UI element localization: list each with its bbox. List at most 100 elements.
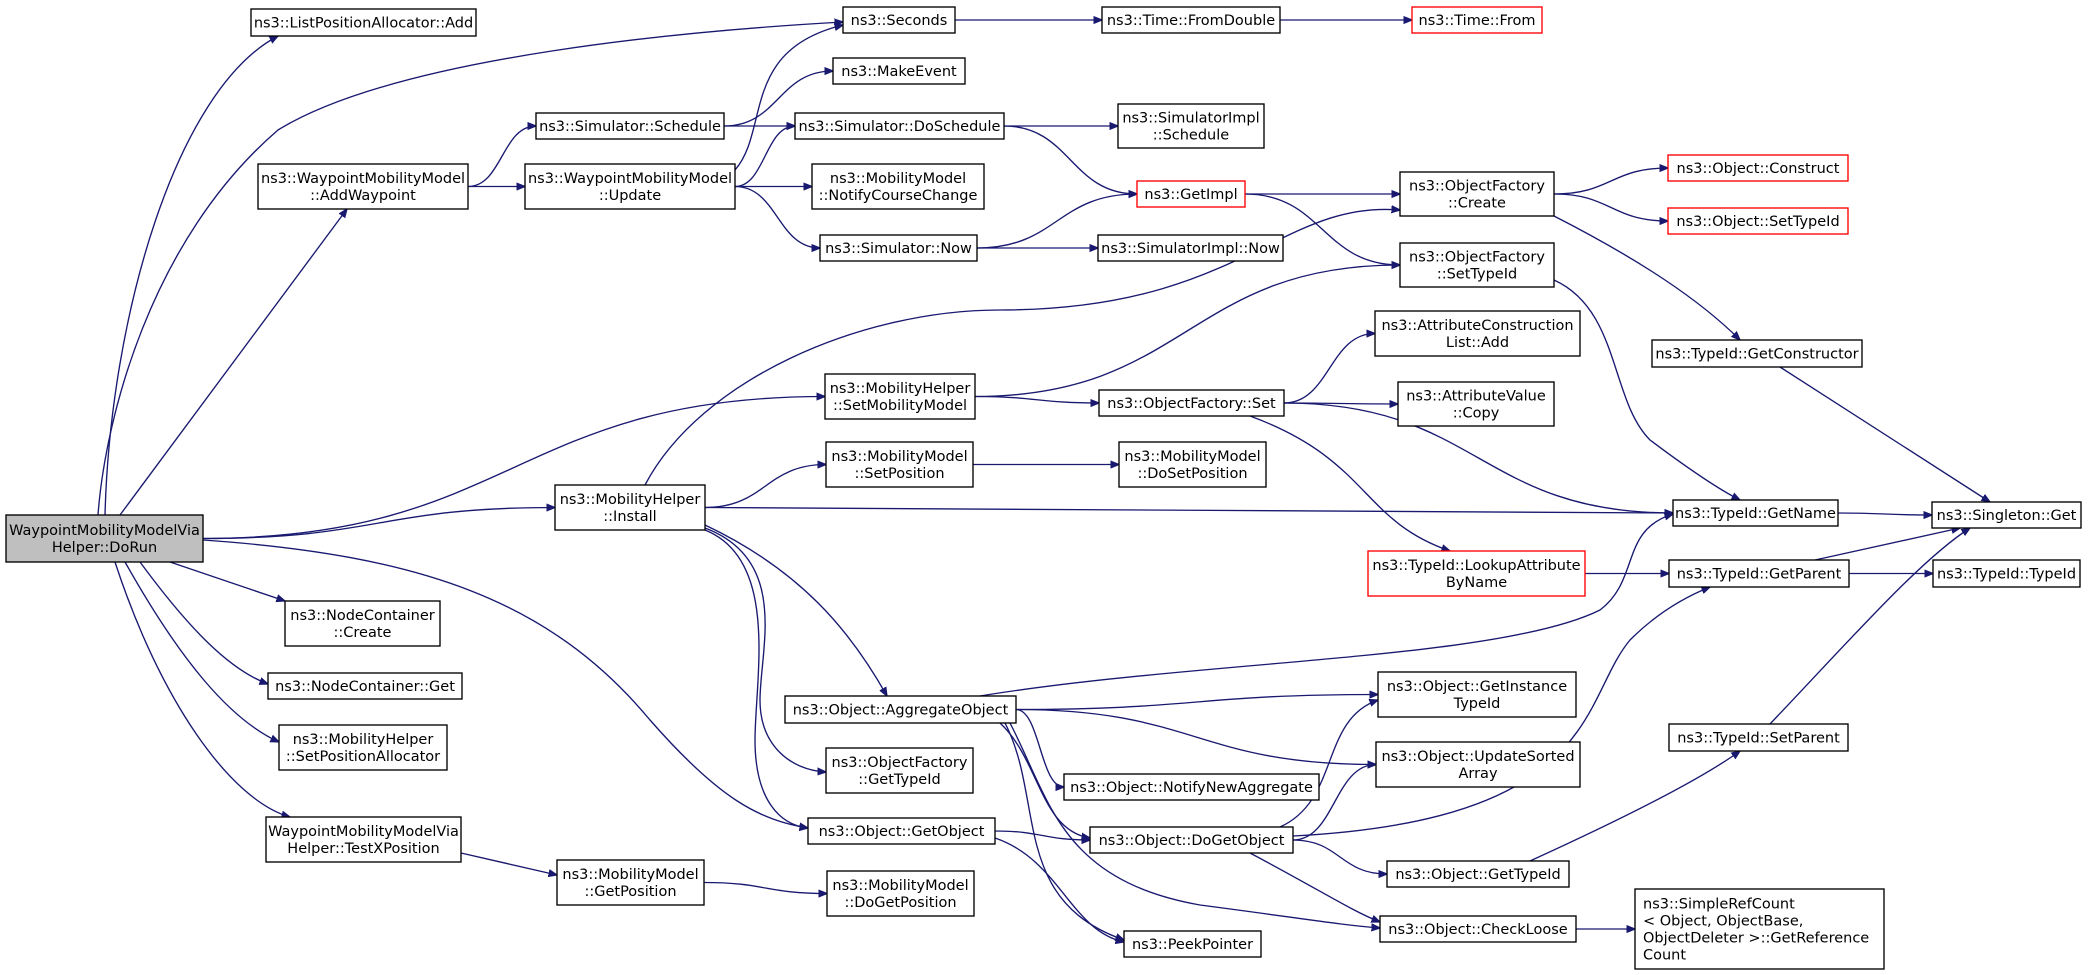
node-box[interactable] xyxy=(1667,154,1849,182)
node-sim-impl-schedule[interactable]: ns3::SimulatorImpl::Schedule xyxy=(1117,103,1265,149)
node-box[interactable] xyxy=(1399,171,1555,217)
node-box[interactable] xyxy=(1668,723,1849,752)
node-mm-set-position[interactable]: ns3::MobilityModel::SetPosition xyxy=(825,441,974,488)
node-box[interactable] xyxy=(257,163,469,210)
node-box[interactable] xyxy=(1097,234,1284,262)
node-box[interactable] xyxy=(1123,930,1262,958)
node-box[interactable] xyxy=(1932,559,2081,588)
node-time-from-double[interactable]: ns3::Time::FromDouble xyxy=(1101,6,1281,34)
node-obj-get-object[interactable]: ns3::Object::GetObject xyxy=(807,817,996,845)
node-simple-ref-count[interactable]: ns3::SimpleRefCount< Object, ObjectBase,… xyxy=(1634,888,1885,970)
node-mm-do-get-position[interactable]: ns3::MobilityModel::DoGetPosition xyxy=(826,870,975,917)
node-box[interactable] xyxy=(1136,180,1246,208)
node-box[interactable] xyxy=(1668,559,1850,588)
node-mh-set-pos-alloc[interactable]: ns3::MobilityHelper::SetPositionAllocato… xyxy=(278,724,448,771)
node-box[interactable] xyxy=(1101,6,1281,34)
node-box[interactable] xyxy=(267,672,463,700)
node-box[interactable] xyxy=(250,8,477,37)
node-tid-set-parent[interactable]: ns3::TypeId::SetParent xyxy=(1668,723,1849,752)
node-obj-notify-new-agg[interactable]: ns3::Object::NotifyNewAggregate xyxy=(1063,773,1320,801)
node-box[interactable] xyxy=(1117,103,1265,149)
node-test-xposition[interactable]: WaypointMobilityModelViaHelper::TestXPos… xyxy=(265,816,462,863)
node-attr-value-copy[interactable]: ns3::AttributeValue::Copy xyxy=(1397,381,1555,427)
node-obj-set-type-id[interactable]: ns3::Object::SetTypeId xyxy=(1667,207,1849,235)
node-nc-create[interactable]: ns3::NodeContainer::Create xyxy=(284,600,441,647)
node-box[interactable] xyxy=(826,870,975,917)
node-box[interactable] xyxy=(284,600,441,647)
node-box[interactable] xyxy=(1098,389,1285,417)
node-sim-schedule[interactable]: ns3::Simulator::Schedule xyxy=(535,112,725,140)
node-box[interactable] xyxy=(524,163,736,210)
node-box[interactable] xyxy=(784,695,1017,724)
node-box[interactable] xyxy=(1089,826,1294,854)
node-box[interactable] xyxy=(1386,860,1570,888)
node-box[interactable] xyxy=(5,514,204,563)
node-mm-do-set-position[interactable]: ns3::MobilityModel::DoSetPosition xyxy=(1118,441,1267,488)
node-wmm-update[interactable]: ns3::WaypointMobilityModel::Update xyxy=(524,163,736,210)
node-box[interactable] xyxy=(1399,242,1555,288)
node-box[interactable] xyxy=(556,859,705,906)
node-box[interactable] xyxy=(825,441,974,488)
node-box[interactable] xyxy=(278,724,448,771)
node-sim-impl-now[interactable]: ns3::SimulatorImpl::Now xyxy=(1097,234,1284,262)
node-obj-do-get-object[interactable]: ns3::Object::DoGetObject xyxy=(1089,826,1294,854)
node-obj-get-type-id[interactable]: ns3::Object::GetTypeId xyxy=(1386,860,1570,888)
node-box[interactable] xyxy=(554,484,706,531)
node-box[interactable] xyxy=(811,163,985,210)
node-box[interactable] xyxy=(1651,339,1863,368)
node-box[interactable] xyxy=(819,234,978,262)
node-box[interactable] xyxy=(265,816,462,863)
node-obj-check-loose[interactable]: ns3::Object::CheckLoose xyxy=(1379,915,1577,943)
node-box[interactable] xyxy=(535,112,725,140)
node-obj-construct[interactable]: ns3::Object::Construct xyxy=(1667,154,1849,182)
node-box[interactable] xyxy=(842,6,956,34)
node-box[interactable] xyxy=(1374,310,1581,357)
node-box[interactable] xyxy=(1063,773,1320,801)
node-box[interactable] xyxy=(825,747,974,794)
node-seconds[interactable]: ns3::Seconds xyxy=(842,6,956,34)
node-box[interactable] xyxy=(1379,915,1577,943)
node-box[interactable] xyxy=(1411,6,1543,34)
node-notify-course-change[interactable]: ns3::MobilityModel::NotifyCourseChange xyxy=(811,163,985,210)
node-of-set-type-id[interactable]: ns3::ObjectFactory::SetTypeId xyxy=(1399,242,1555,288)
node-add-waypoint[interactable]: ns3::WaypointMobilityModel::AddWaypoint xyxy=(257,163,469,210)
node-of-create[interactable]: ns3::ObjectFactory::Create xyxy=(1399,171,1555,217)
node-box[interactable] xyxy=(1375,741,1581,788)
node-time-from[interactable]: ns3::Time::From xyxy=(1411,6,1543,34)
node-make-event[interactable]: ns3::MakeEvent xyxy=(832,57,966,85)
node-mm-get-position[interactable]: ns3::MobilityModel::GetPosition xyxy=(556,859,705,906)
node-obj-aggregate[interactable]: ns3::Object::AggregateObject xyxy=(784,695,1017,724)
node-tid-get-name[interactable]: ns3::TypeId::GetName xyxy=(1672,499,1839,527)
node-singleton-get[interactable]: ns3::Singleton::Get xyxy=(1931,501,2082,529)
node-box[interactable] xyxy=(1397,381,1555,427)
node-box[interactable] xyxy=(1367,550,1586,597)
node-box[interactable] xyxy=(1667,207,1849,235)
node-box[interactable] xyxy=(1634,888,1885,970)
node-box[interactable] xyxy=(1377,671,1577,718)
node-box[interactable] xyxy=(1672,499,1839,527)
node-get-impl[interactable]: ns3::GetImpl xyxy=(1136,180,1246,208)
node-box[interactable] xyxy=(832,57,966,85)
node-box[interactable] xyxy=(794,112,1005,140)
node-tid-get-parent[interactable]: ns3::TypeId::GetParent xyxy=(1668,559,1850,588)
node-peek-pointer[interactable]: ns3::PeekPointer xyxy=(1123,930,1262,958)
node-list-add[interactable]: ns3::ListPositionAllocator::Add xyxy=(250,8,477,37)
node-mh-set-mobility-model[interactable]: ns3::MobilityHelper::SetMobilityModel xyxy=(824,373,976,420)
node-sim-now[interactable]: ns3::Simulator::Now xyxy=(819,234,978,262)
node-of-set[interactable]: ns3::ObjectFactory::Set xyxy=(1098,389,1285,417)
node-tid-type-id[interactable]: ns3::TypeId::TypeId xyxy=(1932,559,2081,588)
node-tid-get-constructor[interactable]: ns3::TypeId::GetConstructor xyxy=(1651,339,1863,368)
node-box[interactable] xyxy=(1931,501,2082,529)
node-nc-get[interactable]: ns3::NodeContainer::Get xyxy=(267,672,463,700)
node-of-get-type-id[interactable]: ns3::ObjectFactory::GetTypeId xyxy=(825,747,974,794)
node-box[interactable] xyxy=(824,373,976,420)
node-sim-do-schedule[interactable]: ns3::Simulator::DoSchedule xyxy=(794,112,1005,140)
node-mh-install[interactable]: ns3::MobilityHelper::Install xyxy=(554,484,706,531)
node-box[interactable] xyxy=(1118,441,1267,488)
node-box[interactable] xyxy=(807,817,996,845)
